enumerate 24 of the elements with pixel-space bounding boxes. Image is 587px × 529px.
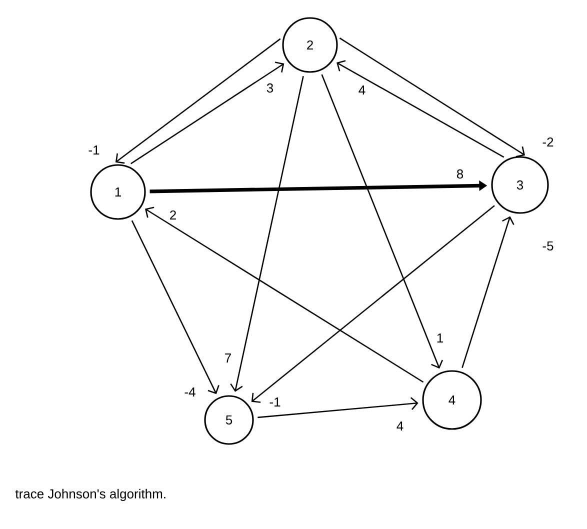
arrow xyxy=(462,216,514,368)
edge-label: 8 xyxy=(456,169,464,179)
caption: trace Johnson's algorithm. xyxy=(15,488,166,502)
edge-label: 1 xyxy=(437,334,443,342)
edge-label: -1 xyxy=(270,398,280,406)
arrow xyxy=(230,76,304,392)
arrow xyxy=(131,220,220,394)
edge-label: 4 xyxy=(396,422,404,430)
arrow xyxy=(130,62,284,164)
arrow xyxy=(336,60,504,158)
edge-label: -2 xyxy=(542,137,554,147)
arrow xyxy=(145,206,424,383)
arrow xyxy=(251,205,495,403)
arrow xyxy=(339,38,526,158)
edge-label: 7 xyxy=(225,354,231,362)
edge-label: 2 xyxy=(170,210,176,220)
edge-label: 4 xyxy=(358,86,366,94)
edge-label: 3 xyxy=(266,83,274,93)
edge-label: -1 xyxy=(88,146,100,154)
edge-label: -5 xyxy=(542,241,554,251)
arrow xyxy=(258,397,418,418)
arrow xyxy=(321,74,444,369)
arrow xyxy=(115,38,281,164)
edge-label: -4 xyxy=(184,388,196,396)
